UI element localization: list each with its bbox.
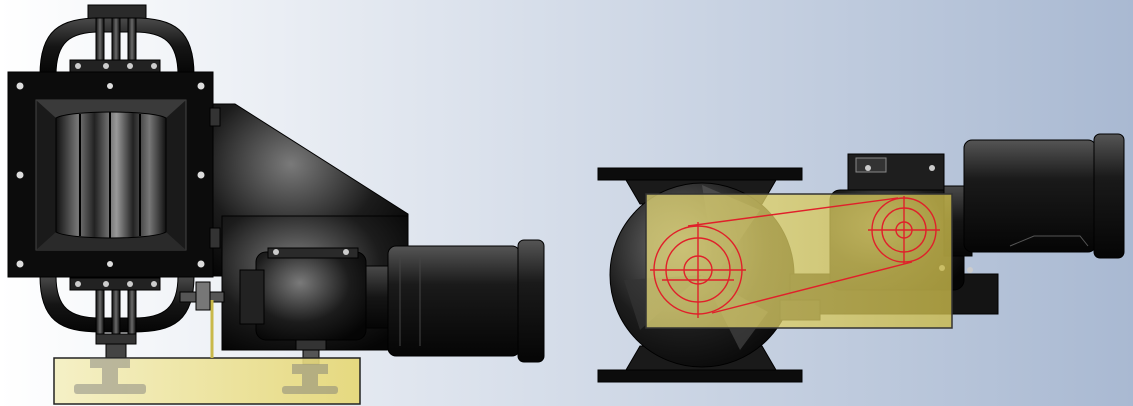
pulley-icon (868, 196, 940, 264)
side-view (7, 4, 545, 405)
pulley-icon (650, 222, 746, 318)
electric-motor-icon (387, 239, 545, 363)
belt-guard-icon (645, 193, 953, 329)
electric-motor-icon (963, 133, 1125, 259)
end-view-with-belt-guard (597, 133, 1125, 383)
bottom-yoke (39, 271, 195, 359)
belt-drive (650, 196, 940, 318)
valve-body (7, 71, 214, 278)
gear-reducer-icon (239, 247, 389, 365)
belt-guard-icon (53, 300, 361, 405)
